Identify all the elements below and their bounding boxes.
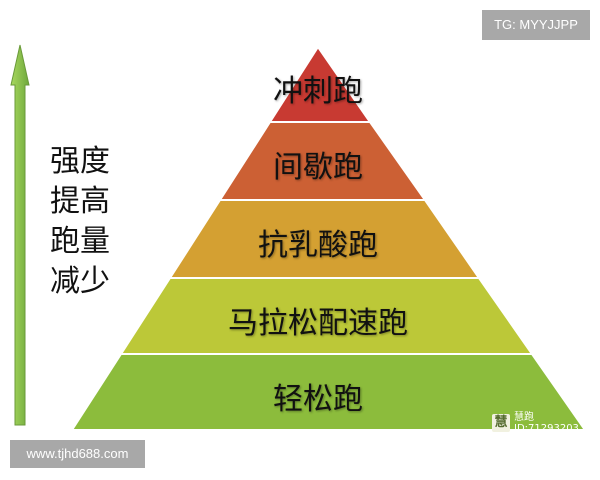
level-label: 冲刺跑 [273,74,363,109]
side-line: 强度 [50,144,110,179]
level-label: 抗乳酸跑 [258,228,378,263]
side-line: 跑量 [50,224,110,259]
level-label: 轻松跑 [273,382,363,417]
level-label: 马拉松配速跑 [228,306,408,341]
side-line: 提高 [50,184,110,219]
brand-name: 慧跑 [514,412,534,423]
tg-watermark: TG: MYYJJPP [482,10,590,40]
brand-logo-icon: 慧 [492,414,510,432]
brand-id: ID:71293203 [514,423,579,434]
pyramid-level-5 [70,353,587,431]
brand-watermark: 慧 慧跑 ID:71293203 [492,412,579,434]
side-caption: 强度 提高 跑量 减少 [50,142,120,302]
url-watermark: www.tjhd688.com [10,440,145,468]
level-label: 间歇跑 [273,150,363,185]
side-line: 减少 [50,264,110,299]
increase-arrow [10,44,30,426]
